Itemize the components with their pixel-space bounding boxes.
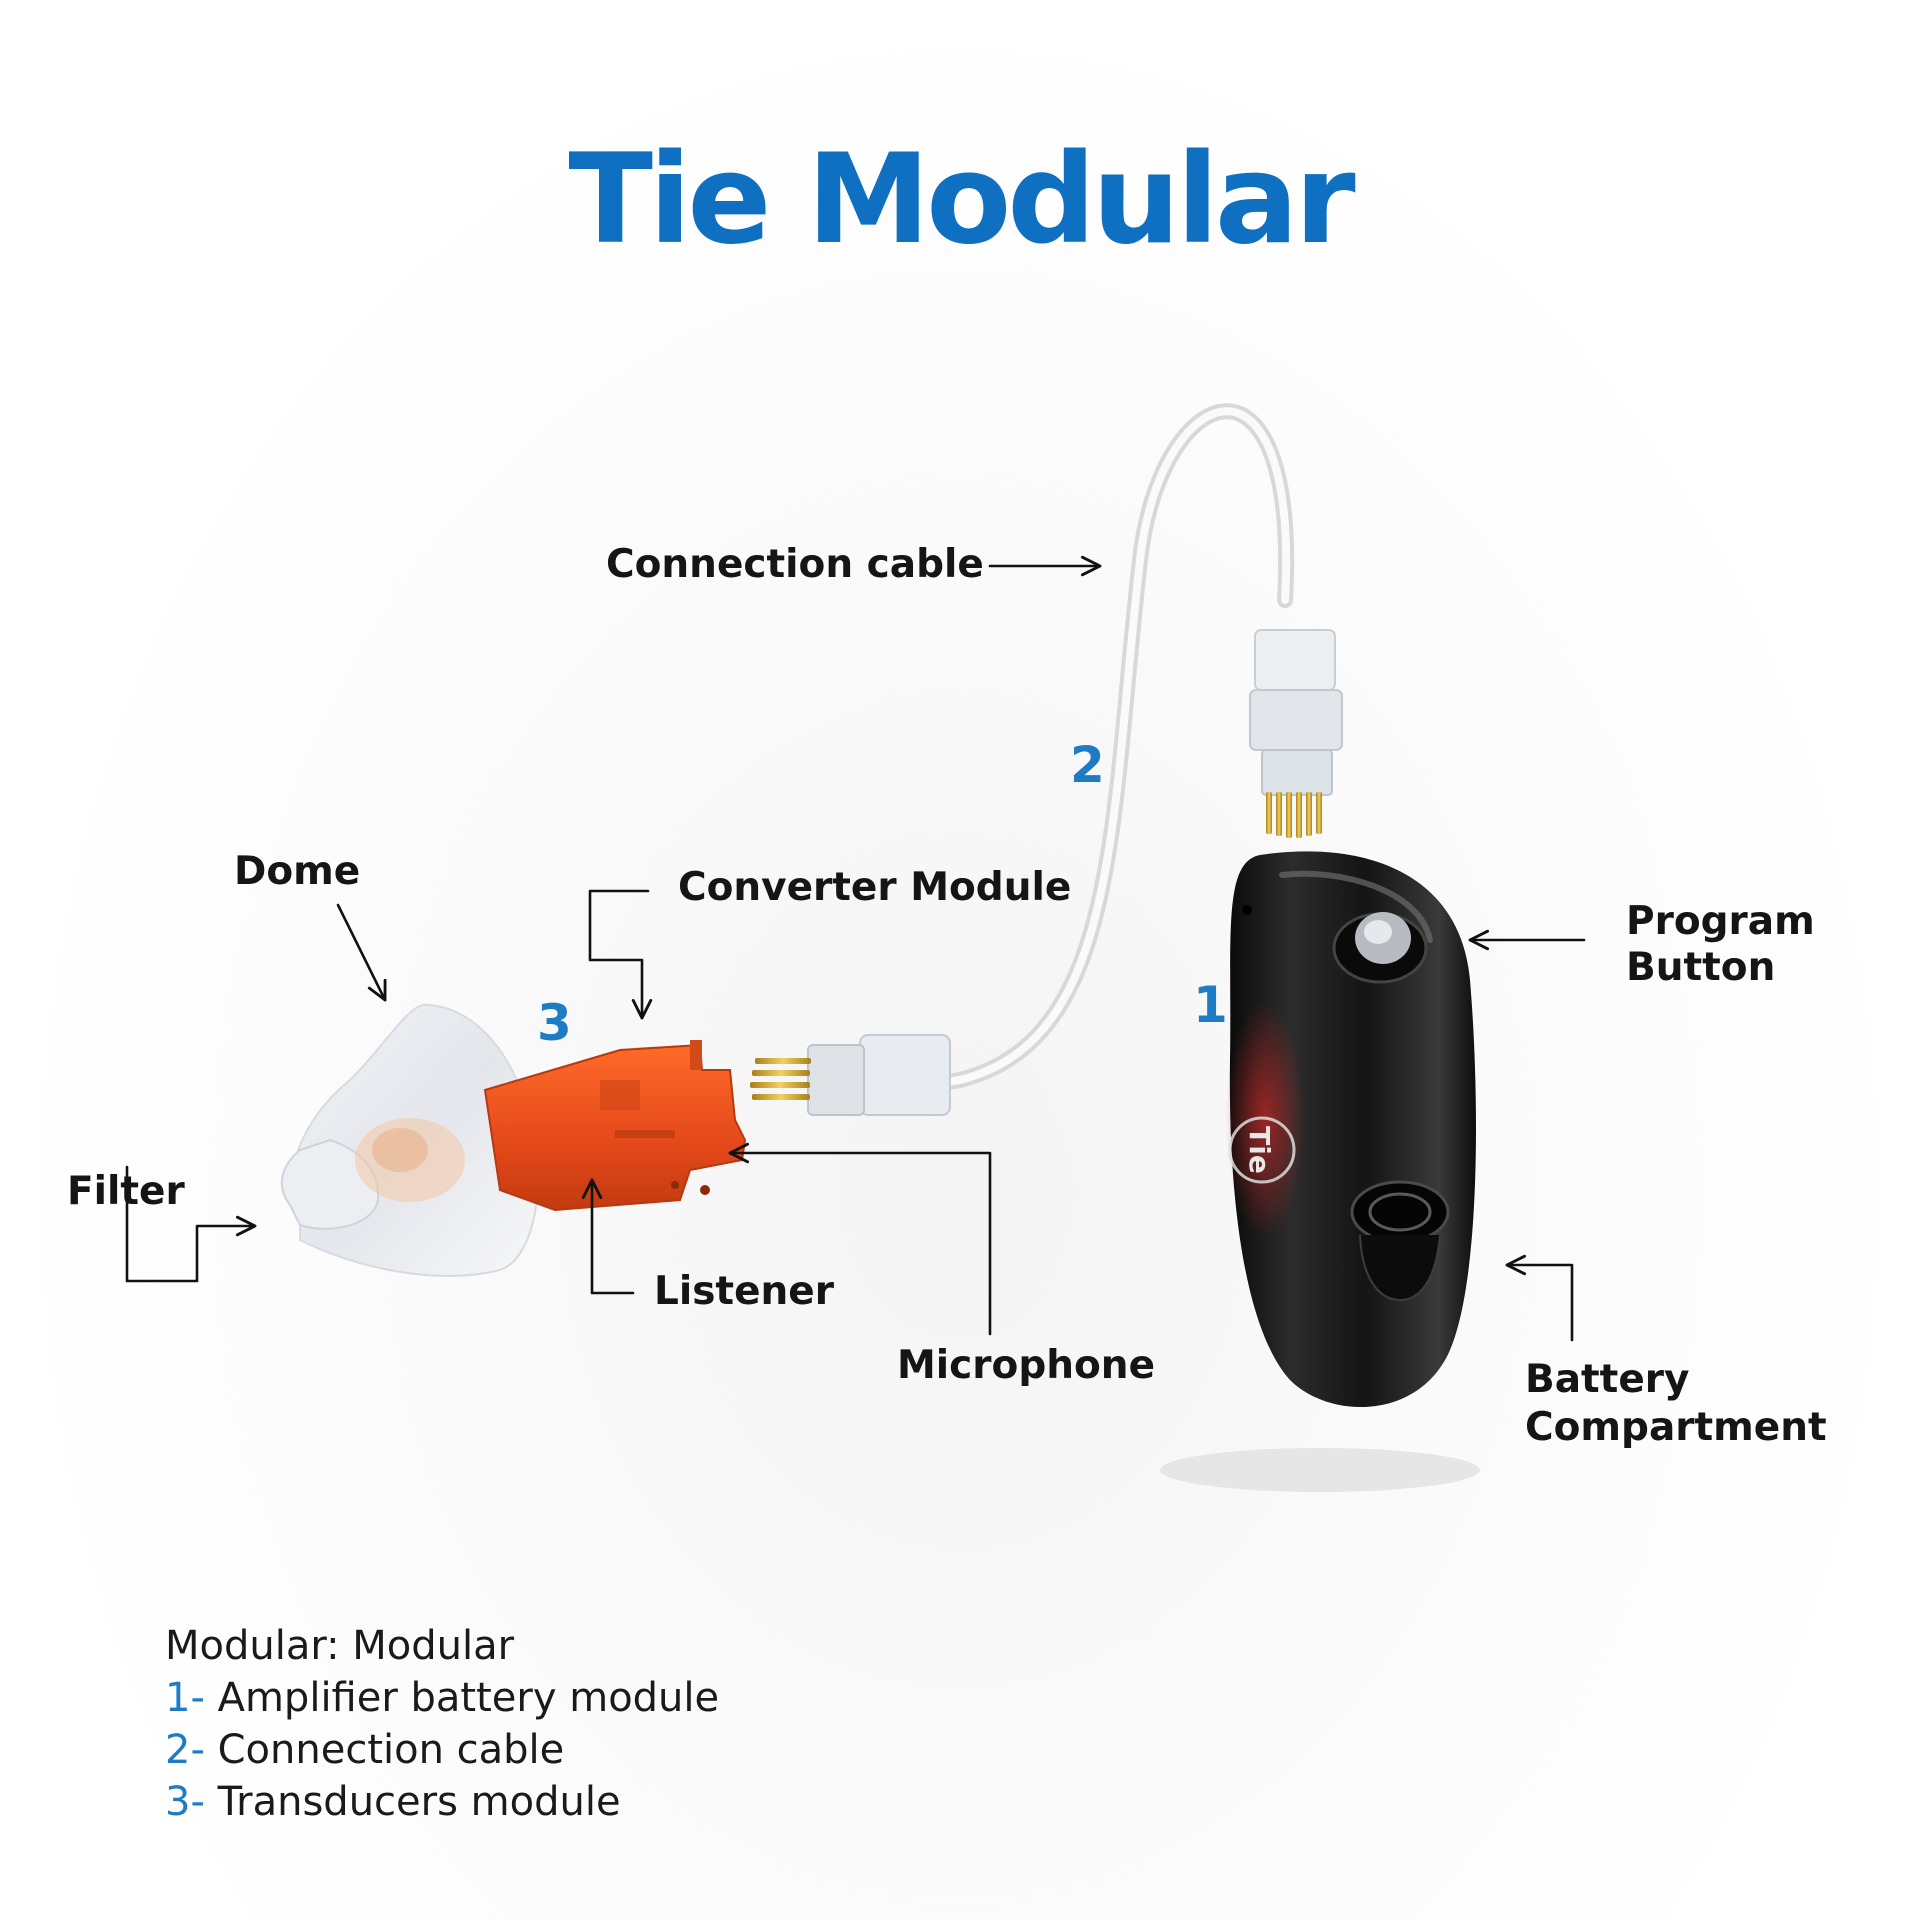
program-button-label-line1: Program [1626, 899, 1815, 944]
legend-item-number: 2- [165, 1727, 205, 1773]
dome-arrow [336, 903, 387, 1002]
legend-heading: Modular: Modular [165, 1623, 515, 1669]
device-logo: Tie [1243, 1126, 1276, 1174]
dome [280, 1003, 540, 1277]
filter-arrow [125, 1165, 257, 1283]
upper-cable-connector [1249, 629, 1343, 838]
page-title: Tie Modular [568, 128, 1355, 272]
connection-cable-label: Connection cable [606, 542, 984, 587]
connection-cable [922, 403, 1295, 1093]
legend-item-text: Transducers module [204, 1779, 621, 1825]
converter-module-label: Converter Module [678, 865, 1072, 910]
legend-item: 3- Transducers module [165, 1776, 719, 1828]
module-number-transducers: 3 [537, 994, 572, 1052]
module-number-cable: 2 [1070, 736, 1105, 794]
listener-arrow [581, 1178, 635, 1295]
legend-item: 1- Amplifier battery module [165, 1672, 719, 1724]
microphone-arrow [728, 1142, 992, 1336]
lower-cable-connector [750, 1034, 951, 1116]
filter-label: Filter [67, 1169, 185, 1214]
legend-item-text: Amplifier battery module [204, 1675, 720, 1721]
battery-compartment-label-line1: Battery [1525, 1357, 1690, 1402]
amplifier-battery-module [1225, 851, 1476, 1408]
program-button-label-line2: Button [1626, 945, 1776, 990]
module-number-amplifier: 1 [1193, 976, 1228, 1034]
legend-item-number: 1- [165, 1675, 205, 1721]
legend-item: 2- Connection cable [165, 1724, 719, 1776]
converter-module-arrow [588, 889, 653, 1020]
listener-label: Listener [654, 1269, 834, 1314]
transducers-module [483, 1040, 747, 1212]
battery-compartment-arrow [1505, 1254, 1574, 1342]
legend-item-number: 3- [165, 1779, 205, 1825]
battery-compartment-label-line2: Compartment [1525, 1405, 1827, 1450]
microphone-label: Microphone [897, 1343, 1156, 1388]
legend-item-text: Connection cable [204, 1727, 565, 1773]
dome-label: Dome [234, 849, 361, 894]
module-legend: Modular: Modular 1- Amplifier battery mo… [165, 1620, 719, 1828]
device-shadow [1160, 1448, 1480, 1492]
